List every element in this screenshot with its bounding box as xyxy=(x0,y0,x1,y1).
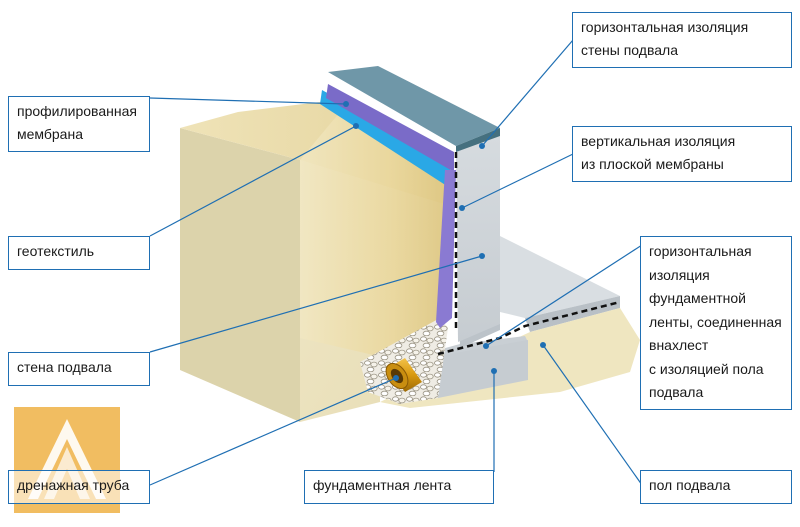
label-foundation-strip: фундаментная лента xyxy=(304,470,494,504)
wall-top-insulation xyxy=(328,66,500,146)
wall-top-insulation-edge xyxy=(456,128,500,152)
profiled-membrane-strip xyxy=(320,90,450,188)
leader-lines xyxy=(149,39,643,486)
leader-dot-foundation-strip xyxy=(491,368,497,374)
soil-side-face xyxy=(180,128,300,422)
leader-dot-foundation-insulation xyxy=(483,343,489,349)
label-profiled-membrane: профилированная мембрана xyxy=(8,96,150,152)
geotextile-strip xyxy=(326,84,454,172)
leader-dot-geotextile xyxy=(353,123,359,129)
leader-dot-drain-pipe xyxy=(393,375,399,381)
leader-dot-vertical-insulation xyxy=(459,205,465,211)
leader-line-profiled-membrane xyxy=(149,97,347,105)
leader-line-basement-wall xyxy=(149,255,483,353)
label-basement-floor: пол подвала xyxy=(640,470,792,504)
leader-dots xyxy=(343,101,546,381)
leader-line-foundation-insulation xyxy=(485,244,643,347)
foundation-insulation-dashed-line xyxy=(437,300,621,356)
label-drain-pipe: дренажная труба xyxy=(8,470,150,504)
label-horizontal-wall-insulation: горизонтальная изоляция стены подвала xyxy=(572,12,792,68)
leader-line-horizontal-wall-insulation xyxy=(481,39,574,147)
leader-line-vertical-insulation xyxy=(461,153,574,209)
label-basement-wall: стена подвала xyxy=(8,352,150,386)
label-geotextile: геотекстиль xyxy=(8,236,150,270)
leader-dot-profiled-membrane xyxy=(343,101,349,107)
foundation-strip-front xyxy=(438,340,528,398)
label-horizontal-foundation-insulation: горизонтальная изоляция фундаментной лен… xyxy=(640,236,792,410)
leader-dot-horizontal-wall-insulation xyxy=(479,143,485,149)
floor-slab-top xyxy=(500,236,620,318)
leader-dot-basement-floor xyxy=(540,342,546,348)
leader-line-basement-floor xyxy=(542,344,643,486)
leader-line-drain-pipe xyxy=(149,377,397,486)
leader-line-geotextile xyxy=(149,125,357,237)
label-vertical-insulation: вертикальная изоляция из плоской мембран… xyxy=(572,126,792,182)
membrane-fold xyxy=(436,170,456,328)
basement-wall-front xyxy=(456,136,500,342)
leader-dot-basement-wall xyxy=(479,253,485,259)
